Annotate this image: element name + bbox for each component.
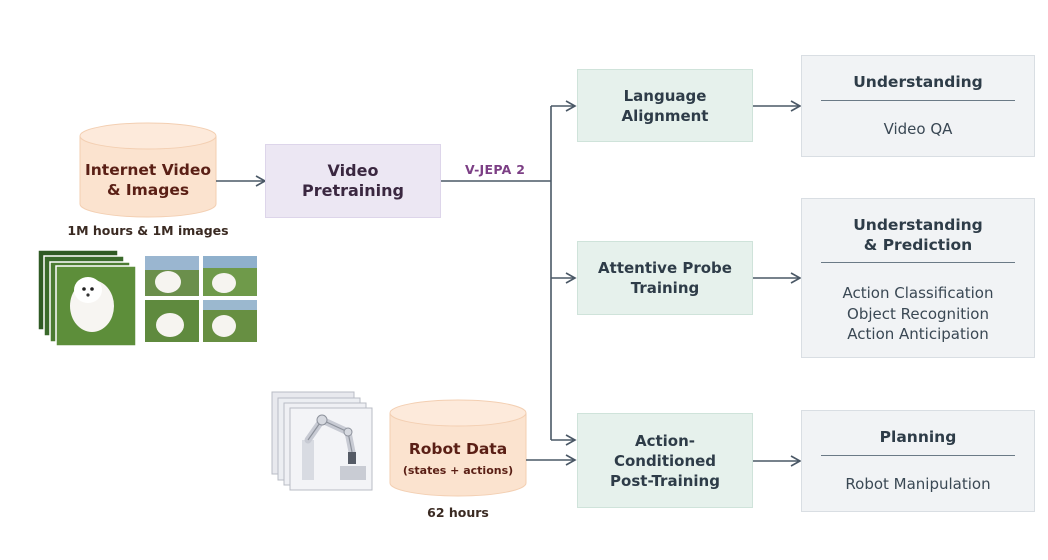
output-item-robot-manipulation: Robot Manipulation [845, 475, 991, 493]
action-conditioned-line3: Post-Training [610, 471, 720, 490]
attentive-probe-line1: Attentive Probe [598, 259, 732, 277]
understanding-prediction-output-box: Understanding & Prediction Action Classi… [801, 198, 1035, 358]
robot-data-subtitle: (states + actions) [402, 464, 514, 477]
output-item-object-recognition: Object Recognition [847, 304, 989, 323]
internet-data-title-line2: & Images [106, 181, 190, 199]
robot-data-caption: 62 hours [427, 505, 489, 520]
internet-data-title: Internet Video & Images [80, 160, 216, 200]
robot-arm-frames-image [271, 391, 373, 491]
output-item-video-qa: Video QA [883, 120, 953, 138]
attentive-probe-line2: Training [630, 279, 700, 297]
language-alignment-box: Language Alignment [577, 69, 753, 142]
action-conditioned-box: Action- Conditioned Post-Training [577, 413, 753, 508]
dog-image-grid [145, 256, 257, 342]
action-conditioned-line1: Action- [634, 431, 696, 450]
dog-video-frames-image [37, 249, 137, 347]
understanding-prediction-title-line2: & Prediction [863, 236, 973, 254]
action-conditioned-line2: Conditioned [613, 451, 717, 470]
understanding-divider [821, 100, 1015, 101]
robot-data-cylinder [389, 399, 527, 497]
language-alignment-line1: Language [623, 86, 707, 105]
internet-data-caption: 1M hours & 1M images [67, 223, 229, 238]
video-pretraining-line1: Video [327, 161, 379, 180]
language-alignment-line2: Alignment [621, 106, 709, 125]
v-jepa-label: V-JEPA 2 [465, 162, 526, 177]
internet-data-title-line1: Internet Video [84, 161, 211, 179]
attentive-probe-box: Attentive Probe Training [577, 241, 753, 315]
output-item-action-anticipation: Action Anticipation [847, 325, 989, 343]
output-item-action-classification: Action Classification [842, 284, 994, 302]
planning-output-box: Planning Robot Manipulation [801, 410, 1035, 512]
planning-divider [821, 455, 1015, 456]
video-pretraining-line2: Pretraining [301, 181, 404, 200]
understanding-output-box: Understanding Video QA [801, 55, 1035, 157]
understanding-prediction-divider [821, 262, 1015, 263]
understanding-prediction-title-line1: Understanding [853, 216, 983, 234]
understanding-title: Understanding [853, 73, 983, 91]
video-pretraining-box: Video Pretraining [265, 144, 441, 218]
planning-title: Planning [879, 428, 957, 446]
robot-data-title: Robot Data [408, 440, 508, 458]
internet-data-cylinder [79, 122, 217, 218]
